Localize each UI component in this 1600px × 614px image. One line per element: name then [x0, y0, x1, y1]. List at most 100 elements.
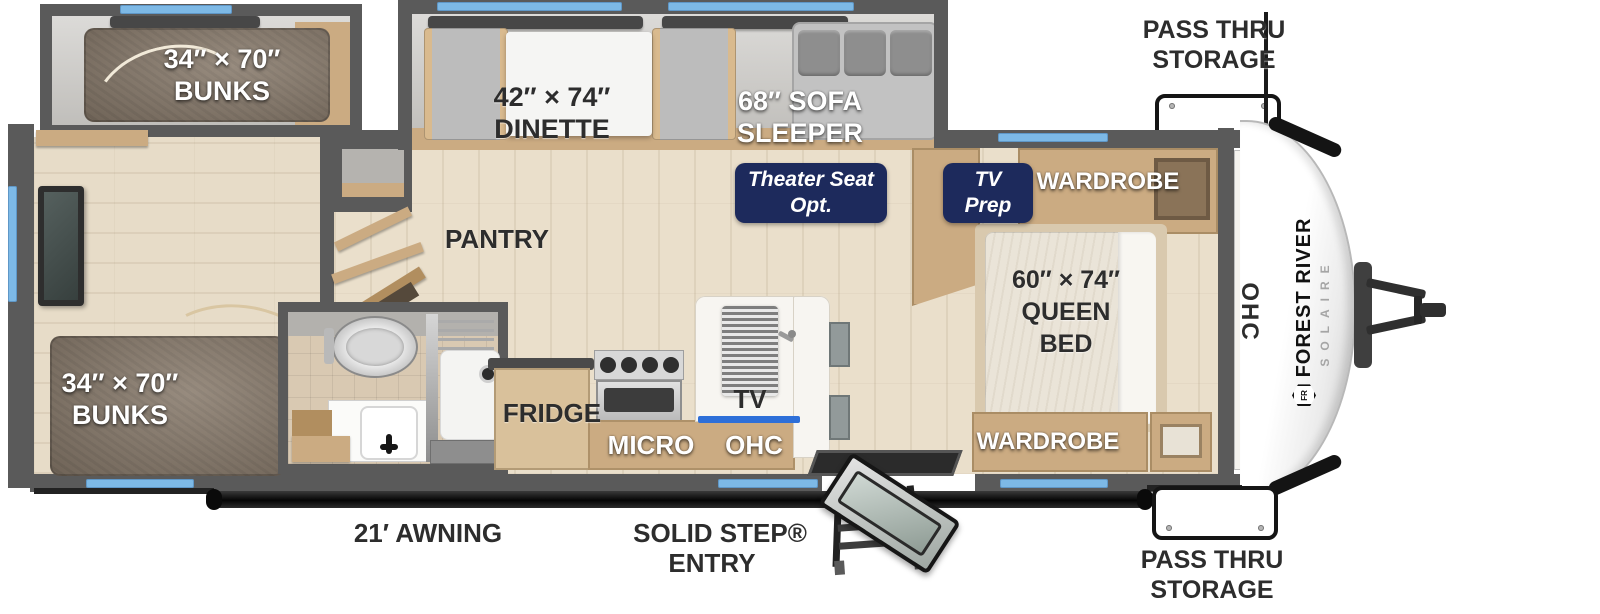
dinette-slideout-wall-left — [398, 0, 412, 150]
bunks-top-label: BUNKS — [173, 76, 271, 106]
rear-wall-window — [8, 186, 17, 302]
awning-end-cap — [206, 489, 222, 510]
brand-block: FR FOREST RIVER SOLAIRE — [1288, 212, 1336, 412]
brand-model: SOLAIRE — [1318, 257, 1332, 367]
queen-bed-label: QUEEN — [1021, 298, 1111, 326]
badge-line: Prep — [964, 194, 1012, 217]
front-jack-post — [1264, 12, 1268, 130]
wardrobe-bottom-cabinet — [972, 412, 1148, 472]
kitchen-counter — [588, 420, 795, 470]
pass-thru-top-label: PASS THRU — [1142, 16, 1286, 44]
tv-prep-badge: TV Prep — [943, 163, 1033, 223]
pass-thru-door-bottom — [1152, 486, 1278, 540]
wardrobe-shelf-opening — [1154, 158, 1210, 220]
dining-chair — [829, 395, 850, 440]
bunk-bed-bottom — [50, 280, 365, 498]
closet-box — [334, 141, 412, 205]
rear-top-cabinet — [36, 130, 148, 146]
shower-drain-icon — [482, 368, 494, 380]
rear-end-wall — [8, 124, 34, 488]
bunks-bottom-label: BUNKS — [71, 400, 169, 430]
sofa-sleeper — [792, 22, 938, 140]
partition-rear-galley — [320, 130, 334, 320]
screw-icon — [1166, 525, 1172, 531]
dining-chair — [829, 322, 850, 367]
sofa-window — [668, 2, 854, 11]
pantry-label: PANTRY — [445, 224, 549, 254]
burner-icon — [621, 357, 637, 373]
island-sink-cover — [722, 306, 778, 396]
cabinet-glass — [1160, 424, 1202, 458]
queen-bed-label: BED — [1039, 330, 1093, 358]
forest-river-logo-icon: FR — [1292, 384, 1316, 406]
tv-island-label: TV — [733, 384, 767, 414]
wardrobe-bottom-label: WARDROBE — [976, 428, 1120, 455]
entry-mat — [807, 450, 963, 476]
pass-thru-bottom-label: STORAGE — [1150, 576, 1274, 604]
frame-rail-left — [34, 488, 214, 494]
dinette-bench-left — [424, 28, 508, 140]
step-foot — [834, 560, 846, 576]
towel-bar — [438, 320, 494, 323]
bunk-window-valance — [110, 16, 260, 28]
ohc-front-label: OHC — [1236, 282, 1263, 342]
sofa-cushion — [890, 30, 932, 76]
bunks-top-label: 34″ × 70″ — [163, 44, 281, 74]
dinette-slideout-wall-right — [934, 0, 948, 150]
sofa-label: SLEEPER — [736, 118, 864, 148]
dinette-label: DINETTE — [494, 114, 610, 144]
dinette-table — [506, 32, 652, 136]
towel-bar — [438, 338, 494, 341]
burner-icon — [663, 357, 679, 373]
badge-line: Opt. — [790, 194, 832, 217]
dinette-window — [437, 2, 622, 11]
front-wall — [1218, 128, 1234, 490]
bottom-window-kitchen — [718, 479, 818, 488]
ohc-kitchen-label: OHC — [725, 430, 783, 460]
range-cooktop — [594, 350, 684, 380]
tv-screen — [44, 192, 78, 300]
bottom-window-bedroom — [1000, 479, 1108, 488]
burner-icon — [600, 357, 616, 373]
bottom-wall-left-segment — [30, 474, 822, 492]
badge-line: TV — [974, 168, 1002, 191]
sofa-cushion — [844, 30, 886, 76]
dinette-bench-right — [652, 28, 736, 140]
bunk-slideout-wall-right — [350, 4, 362, 137]
bottom-window-bunks — [86, 479, 194, 488]
wardrobe-top-cabinet — [1018, 148, 1218, 234]
bunk-bed-top — [80, 28, 330, 180]
pass-thru-bottom-label: PASS THRU — [1140, 546, 1284, 574]
bed-sheet-fold — [1118, 232, 1156, 424]
toilet-tank — [324, 328, 334, 364]
toilet — [332, 316, 418, 378]
island-counter-leg — [793, 296, 830, 458]
awning-bar — [212, 491, 1147, 508]
theater-seat-option-badge: Theater Seat Opt. — [735, 163, 887, 223]
bunk-slideout-wall-left — [40, 4, 52, 137]
bath-bench-upper — [292, 410, 332, 436]
wardrobe-top-label: WARDROBE — [1036, 168, 1180, 195]
queen-bed-label: 60″ × 74″ — [1011, 266, 1121, 294]
pass-thru-top-label: STORAGE — [1152, 46, 1276, 74]
shower-glass — [426, 314, 438, 462]
fridge — [494, 368, 590, 470]
closet-shelf — [342, 183, 404, 197]
sofa-label: 68″ SOFA — [738, 86, 862, 116]
bedside-cabinet — [1150, 412, 1212, 472]
led-accent-strip — [698, 416, 800, 423]
bunks-bottom-label: 34″ × 70″ — [61, 368, 179, 398]
fridge-label: FRIDGE — [502, 398, 602, 428]
awning-label: 21′ AWNING — [353, 518, 503, 548]
bath-bench — [292, 436, 350, 462]
awning-end-cap — [1137, 489, 1153, 510]
hitch-coupler-tip — [1420, 303, 1446, 317]
oven-door — [596, 380, 682, 422]
sofa-cushion — [798, 30, 840, 76]
dinette-valance — [428, 16, 643, 29]
micro-label: MICRO — [607, 430, 695, 460]
oven-window — [604, 388, 674, 412]
entry-label: ENTRY — [668, 548, 756, 578]
hitch-coupler — [1414, 296, 1422, 324]
brand-manufacturer: FOREST RIVER — [1292, 217, 1315, 378]
